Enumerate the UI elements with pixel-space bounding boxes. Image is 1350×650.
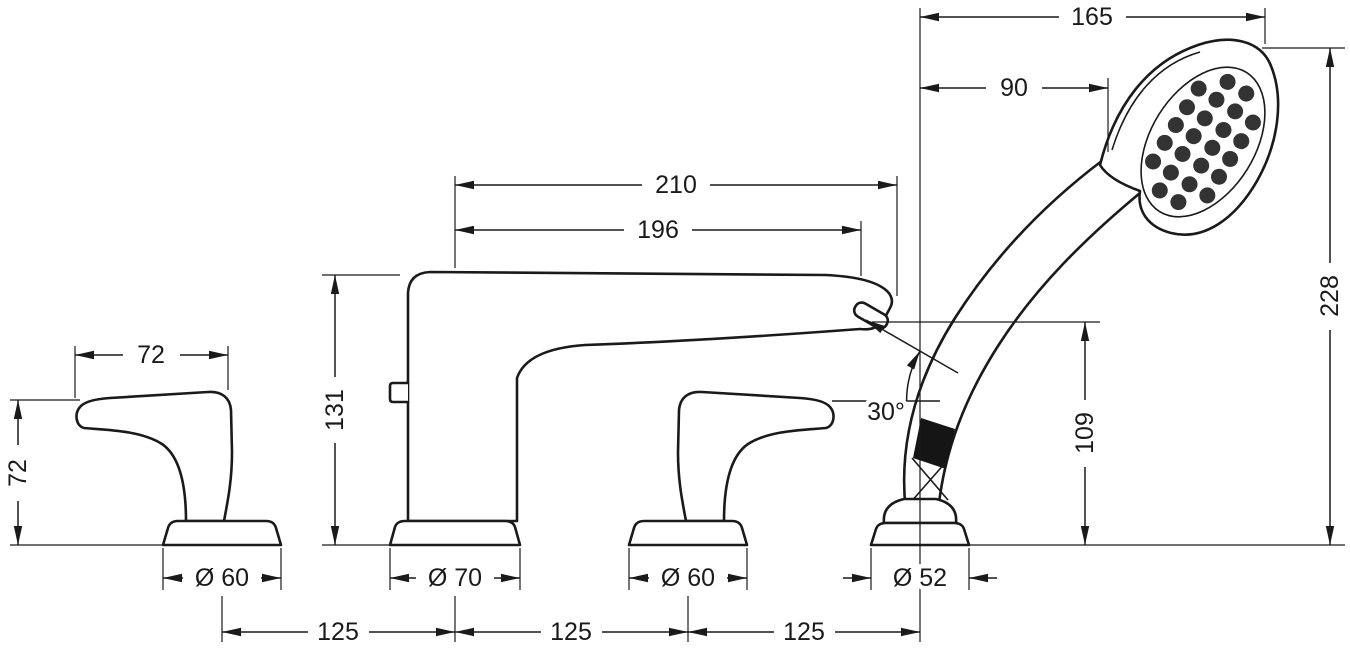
left-handle-escutcheon — [161, 519, 283, 547]
dim-spout-reach: 210 — [455, 167, 897, 204]
dim-handle-height: 72 — [0, 400, 37, 545]
dim-spacing-3: 125 — [688, 614, 920, 650]
dim-shower-height: 228 — [1312, 48, 1349, 545]
dim-label-228: 228 — [1316, 275, 1344, 317]
grip-band — [913, 418, 955, 469]
dim-label-125-3: 125 — [783, 618, 825, 646]
left-handle — [75, 390, 283, 547]
dim-label-109: 109 — [1071, 412, 1099, 454]
dim-top-overall: 165 — [920, 0, 1265, 36]
spout-body — [406, 270, 894, 523]
dim-label-131: 131 — [321, 389, 349, 431]
angle-annotation: 30° — [832, 319, 959, 431]
dim-base-handle-left: Ø 60 — [163, 560, 281, 597]
dim-label-196: 196 — [637, 216, 679, 244]
spout-side-protrusion — [388, 381, 410, 404]
spout-escutcheon — [388, 519, 522, 547]
dim-label-d70: Ø 70 — [428, 564, 482, 592]
spray-face-rim — [1140, 66, 1266, 218]
right-handle-lever — [676, 390, 835, 523]
dim-label-210: 210 — [655, 171, 697, 199]
hand-shower — [869, 38, 1280, 547]
dim-label-72-v: 72 — [4, 459, 32, 487]
dim-label-72-h: 72 — [137, 341, 165, 369]
dim-spacing-2: 125 — [455, 614, 688, 650]
dim-aerator-reach: 196 — [455, 212, 861, 249]
left-handle-lever — [75, 390, 234, 523]
grip-cross-line — [909, 461, 947, 504]
dim-base-handle-right: Ø 60 — [629, 560, 747, 597]
dim-base-shower: Ø 52 — [843, 560, 997, 597]
right-handle — [627, 390, 835, 547]
dim-handle-length: 72 — [75, 337, 228, 374]
spray-nozzles — [1145, 73, 1261, 211]
dim-head-offset: 90 — [920, 70, 1108, 107]
dim-label-d60-left: Ø 60 — [195, 564, 249, 592]
dim-outlet-height: 109 — [1067, 322, 1104, 545]
dim-label-165: 165 — [1071, 3, 1113, 31]
dim-spout-height: 131 — [317, 275, 354, 545]
dim-label-90: 90 — [1000, 74, 1028, 102]
dim-label-125-2: 125 — [550, 618, 592, 646]
dim-base-spout: Ø 70 — [390, 560, 520, 597]
dim-label-125-1: 125 — [317, 618, 359, 646]
extension-lines — [10, 8, 1345, 642]
angle-outlet-line — [865, 319, 959, 374]
shower-head-contour — [1111, 51, 1201, 151]
dim-label-30deg: 30° — [867, 398, 905, 426]
dim-label-d52: Ø 52 — [893, 564, 947, 592]
dim-label-d60-right: Ø 60 — [661, 564, 715, 592]
dim-spacing-1: 125 — [222, 614, 455, 650]
angle-arc — [905, 350, 921, 402]
right-handle-escutcheon — [627, 519, 749, 547]
grip-cross-line — [911, 457, 949, 501]
